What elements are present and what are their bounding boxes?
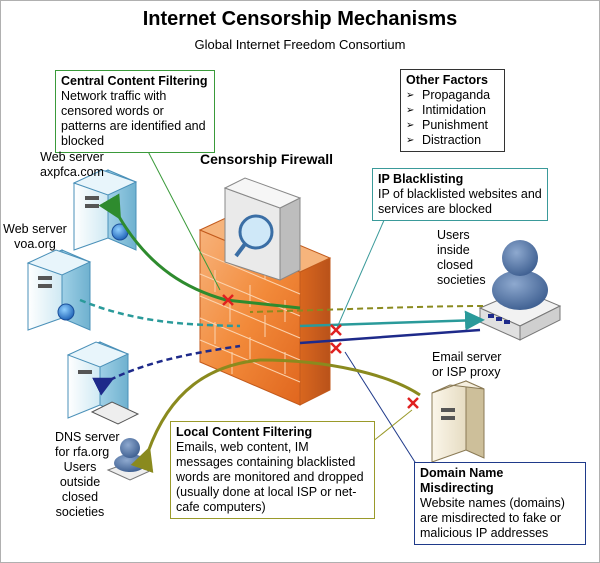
other-factors-list: Propaganda Intimidation Punishment Distr… <box>406 88 499 148</box>
green-flow-web-server-1 <box>98 193 227 302</box>
page-title: Internet Censorship Mechanisms <box>142 8 458 30</box>
email-server-label: Email server or ISP proxy <box>432 350 501 380</box>
email-server-icon <box>431 380 485 463</box>
dns-server-icon <box>66 341 140 425</box>
blocked-marker-icon <box>330 324 342 336</box>
other-factors-callout: Other Factors Propaganda Intimidation Pu… <box>400 69 505 152</box>
factor-item: Distraction <box>406 133 499 148</box>
olive-dashed-flow <box>249 305 484 313</box>
label-line: outside <box>59 475 101 489</box>
users-outside-label: Users outside closed societies <box>55 460 105 520</box>
web-server-2-label: Web server voa.org <box>0 222 70 252</box>
central-filtering-body: Network traffic with censored words or p… <box>61 89 206 148</box>
domain-misdirect-heading: Domain Name Misdirecting <box>420 466 504 495</box>
teal-dashed-flow-web-server-2 <box>79 298 241 328</box>
blocked-marker-icon <box>222 294 234 306</box>
web-server-icon <box>72 169 138 251</box>
label-line: closed <box>61 490 99 504</box>
web-server-1-label: Web server axpfca.com <box>32 150 112 180</box>
users-inside-label: Users inside closed societies <box>437 228 486 288</box>
factor-item: Intimidation <box>406 103 499 118</box>
page-subtitle: Global Internet Freedom Consortium <box>194 37 406 52</box>
local-filtering-body: Emails, web content, IM messages contain… <box>176 440 364 514</box>
label-line: Users <box>437 228 470 242</box>
label-line: voa.org <box>14 237 56 251</box>
label-line: for rfa.org <box>55 445 110 459</box>
globe-icon <box>57 303 75 321</box>
factor-item: Punishment <box>406 118 499 133</box>
firewall-label: Censorship Firewall <box>200 151 334 167</box>
teal-flow-users-inside <box>299 310 485 331</box>
central-filtering-callout: Central Content Filtering Network traffi… <box>55 70 215 153</box>
blocked-marker-icon <box>330 342 342 354</box>
dns-server-label: DNS server for rfa.org <box>55 430 120 460</box>
local-filtering-heading: Local Content Filtering <box>176 425 313 439</box>
ip-blacklisting-body: IP of blacklisted websites and services … <box>378 187 542 216</box>
central-filtering-heading: Central Content Filtering <box>61 74 208 88</box>
green-flow-segment <box>225 298 301 310</box>
olive-flow-users-outside <box>130 358 261 473</box>
label-line: axpfca.com <box>40 165 104 179</box>
label-line: Web server <box>3 222 67 236</box>
label-line: closed <box>437 258 474 272</box>
label-line: Web server <box>40 150 104 164</box>
central-filtering-connector <box>139 135 221 291</box>
ip-blacklisting-heading: IP Blacklisting <box>378 172 464 186</box>
ip-blacklisting-callout: IP Blacklisting IP of blacklisted websit… <box>372 168 548 221</box>
local-filtering-callout: Local Content Filtering Emails, web cont… <box>170 421 375 519</box>
blocked-marker-icon <box>407 397 419 409</box>
label-line: inside <box>437 243 470 257</box>
olive-flow-email-server <box>259 358 421 397</box>
other-factors-heading: Other Factors <box>406 73 488 87</box>
label-line: Email server <box>432 350 502 364</box>
label-line: Users <box>63 460 97 474</box>
navy-dashed-flow-dns <box>92 344 241 396</box>
label-line: societies <box>55 505 105 519</box>
user-inside-icon <box>478 240 562 341</box>
ip-blacklisting-connector <box>335 217 386 331</box>
label-line: or ISP proxy <box>432 365 501 379</box>
local-filtering-connector <box>371 409 413 443</box>
domain-misdirect-body: Website names (domains) are misdirected … <box>420 496 565 540</box>
factor-item: Propaganda <box>406 88 499 103</box>
domain-misdirect-callout: Domain Name Misdirecting Website names (… <box>414 462 586 545</box>
label-line: societies <box>437 273 486 287</box>
navy-flow-users-inside <box>299 328 481 345</box>
label-line: DNS server <box>55 430 120 444</box>
web-server-icon <box>26 249 92 331</box>
inspection-server-icon <box>223 177 302 281</box>
